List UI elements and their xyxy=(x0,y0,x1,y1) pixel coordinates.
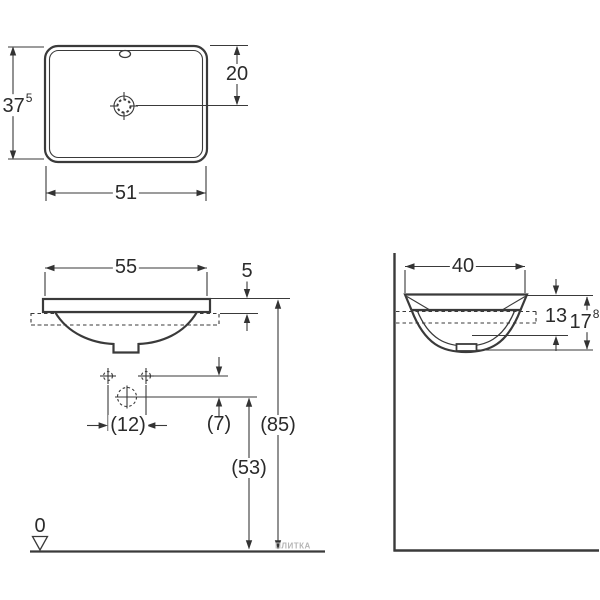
watermark-text: ПЛИТКА xyxy=(275,541,311,551)
dim-side-basin-height-label: 178 xyxy=(567,307,600,333)
front-view xyxy=(30,264,325,553)
rim-side-detail-right xyxy=(502,296,526,310)
overflow-icon xyxy=(118,49,132,59)
dim-front-rim-height-label: 5 xyxy=(241,260,253,282)
drain-outlet-side xyxy=(455,343,478,352)
datum-triangle-icon xyxy=(31,535,49,552)
bowl-profile xyxy=(53,310,199,354)
siphon-circle-icon xyxy=(115,385,257,409)
countertop-dashed-side xyxy=(396,310,537,324)
rim-side-detail-left xyxy=(406,296,430,310)
bowl-profile-side xyxy=(409,308,523,354)
dim-plan-depth-label: 375 xyxy=(0,91,34,117)
dim-front-width-label: 55 xyxy=(112,256,140,278)
rim-front xyxy=(41,297,212,314)
dim-front-rim-height xyxy=(210,281,290,331)
fixing-hole-icon-right xyxy=(138,368,154,384)
basin-outline xyxy=(43,44,209,164)
dim-side-basin-depth xyxy=(472,279,593,351)
dim-front-rim-to-floor-label: (85) xyxy=(258,414,298,436)
fixing-hole-icon-left xyxy=(100,368,116,384)
dim-plan-drain-offset xyxy=(136,44,248,107)
dim-plan-drain-offset-label: 20 xyxy=(223,63,251,85)
dim-plan-width-label: 51 xyxy=(112,182,140,204)
rim-side xyxy=(403,293,529,312)
dim-front-hole-spacing-label: (12) xyxy=(108,414,148,436)
drain-icon xyxy=(110,92,138,120)
dim-front-hole-spacing xyxy=(87,385,167,431)
plan-view xyxy=(8,44,248,201)
dim-front-siphon-to-floor-label: (53) xyxy=(229,457,269,479)
dim-front-holes-to-siphon xyxy=(152,357,228,416)
datum-zero-label: 0 xyxy=(34,515,46,537)
side-view xyxy=(393,253,599,552)
dim-front-holes-to-siphon-label: (7) xyxy=(206,413,232,435)
dim-side-width-label: 40 xyxy=(449,255,477,277)
dim-side-basin-depth-label: 13 xyxy=(544,305,568,327)
